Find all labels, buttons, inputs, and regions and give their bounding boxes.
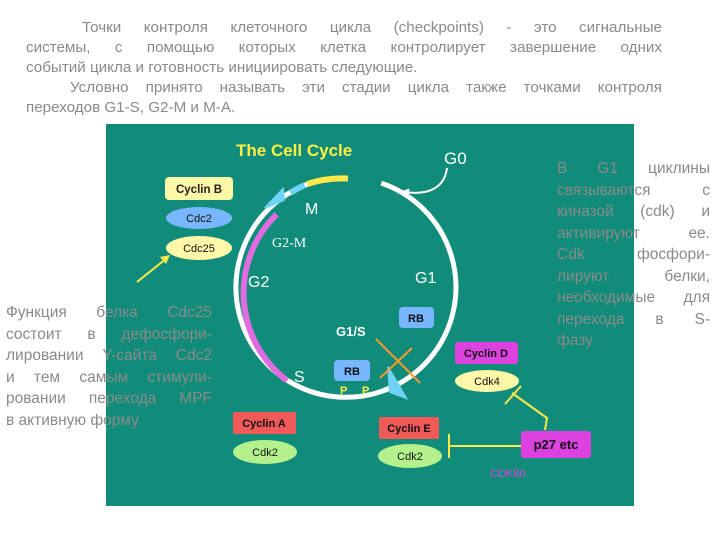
cyclin-b-label: Cyclin B: [176, 184, 222, 196]
left-note: Функция белка Cdc25 состоит в дефосфори-…: [6, 302, 212, 431]
cdc25-oval: [166, 236, 232, 260]
g0-arrow: [401, 167, 448, 197]
s-phase-arc: [240, 212, 289, 383]
cdc2-top-label: Cdc2: [186, 213, 212, 225]
cdk2-e-oval: [378, 444, 442, 468]
right-note-line: связываются с: [557, 181, 710, 199]
g1s-arrowhead: [387, 366, 409, 400]
p27-cdk4-inhibit: [511, 392, 549, 431]
g1-label: G1: [415, 270, 436, 287]
cyclin-d-label: Cyclin D: [464, 348, 508, 360]
g1s-label: G1/S: [336, 324, 366, 339]
g2m-arrowhead: [264, 186, 286, 209]
cyclin-b-box: [165, 177, 233, 200]
right-note-line: В G1 циклины: [557, 160, 710, 177]
right-note-line: необходимые для: [557, 289, 710, 306]
intro-text: Точки контроля клеточного цикла (checkpo…: [26, 18, 662, 118]
intro-line-3: событий цикла и готовность инициировать …: [26, 59, 418, 76]
s-label: S: [294, 369, 305, 386]
right-note-line: активируют ее.: [557, 224, 710, 242]
cycle-ring: [233, 180, 459, 400]
g0-label: G0: [444, 149, 467, 168]
cdk2-a-label: Cdk2: [252, 447, 278, 459]
left-note-line: лировании Y-сайта Cdc2: [6, 347, 212, 364]
cdk2-a-oval: [233, 440, 297, 464]
phosphate-2: P: [362, 385, 369, 397]
intro-line-1: Точки контроля клеточного цикла (checkpo…: [82, 19, 662, 36]
cdc25-pointer-head: [160, 255, 170, 264]
left-note-line: состоит в дефосфори-: [6, 325, 212, 343]
intro-line-2: системы, с помощью которых клетка контро…: [26, 39, 662, 56]
p27-cdk4-bar: [504, 385, 522, 405]
right-note-line: киназой (cdk) и: [557, 203, 710, 220]
phosphate-1: P: [340, 385, 347, 397]
cdc2-top-oval: [166, 207, 232, 229]
left-note-line: и тем самым стимули-: [6, 368, 212, 386]
cyclin-e-label: Cyclin E: [387, 423, 430, 435]
right-note-line: лируют белки,: [557, 267, 710, 285]
rb-block-line-2: [379, 347, 413, 379]
cyclin-a-box: [233, 412, 296, 434]
left-note-line: ровании перехода MPF: [6, 390, 212, 407]
right-note-line: фазу: [557, 332, 593, 349]
rb-top-box: [399, 307, 434, 328]
p27-label: p27 etc: [534, 437, 579, 452]
diagram-title: The Cell Cycle: [236, 141, 352, 160]
rb-bottom-label: RB: [344, 366, 360, 378]
right-note-line: перехода в S-: [557, 310, 710, 328]
g2m-label: G2-M: [272, 236, 307, 251]
intro-line-4: Условно принято называть эти стадии цикл…: [70, 79, 662, 96]
cdc25-pointer-line: [136, 257, 168, 283]
cdk80-label: CDK80: [490, 468, 525, 480]
cdk2-e-label: Cdk2: [397, 451, 423, 463]
m-label: M: [305, 201, 318, 218]
left-note-line: Функция белка Cdc25: [6, 304, 212, 321]
g2m-arc: [288, 182, 306, 196]
p27-box: [521, 431, 591, 458]
cdk4-label: Cdk4: [474, 376, 500, 388]
cdk4-oval: [455, 370, 519, 392]
left-note-line: в активную форму: [6, 411, 139, 429]
g2-label: G2: [248, 274, 269, 291]
rb-bottom-box: [334, 360, 370, 381]
cyclin-a-label: Cyclin A: [242, 418, 286, 430]
right-note-line: Cdk фосфори-: [557, 246, 710, 263]
cyclin-e-box: [379, 417, 439, 439]
right-note: В G1 циклины связываются с киназой (cdk)…: [557, 158, 710, 352]
intro-line-5: переходов G1-S, G2-M и M-A.: [26, 99, 236, 116]
cdc25-label: Cdc25: [183, 243, 215, 255]
cyclin-d-box: [455, 342, 518, 364]
rb-top-label: RB: [408, 313, 424, 325]
m-phase-arc: [306, 175, 349, 187]
